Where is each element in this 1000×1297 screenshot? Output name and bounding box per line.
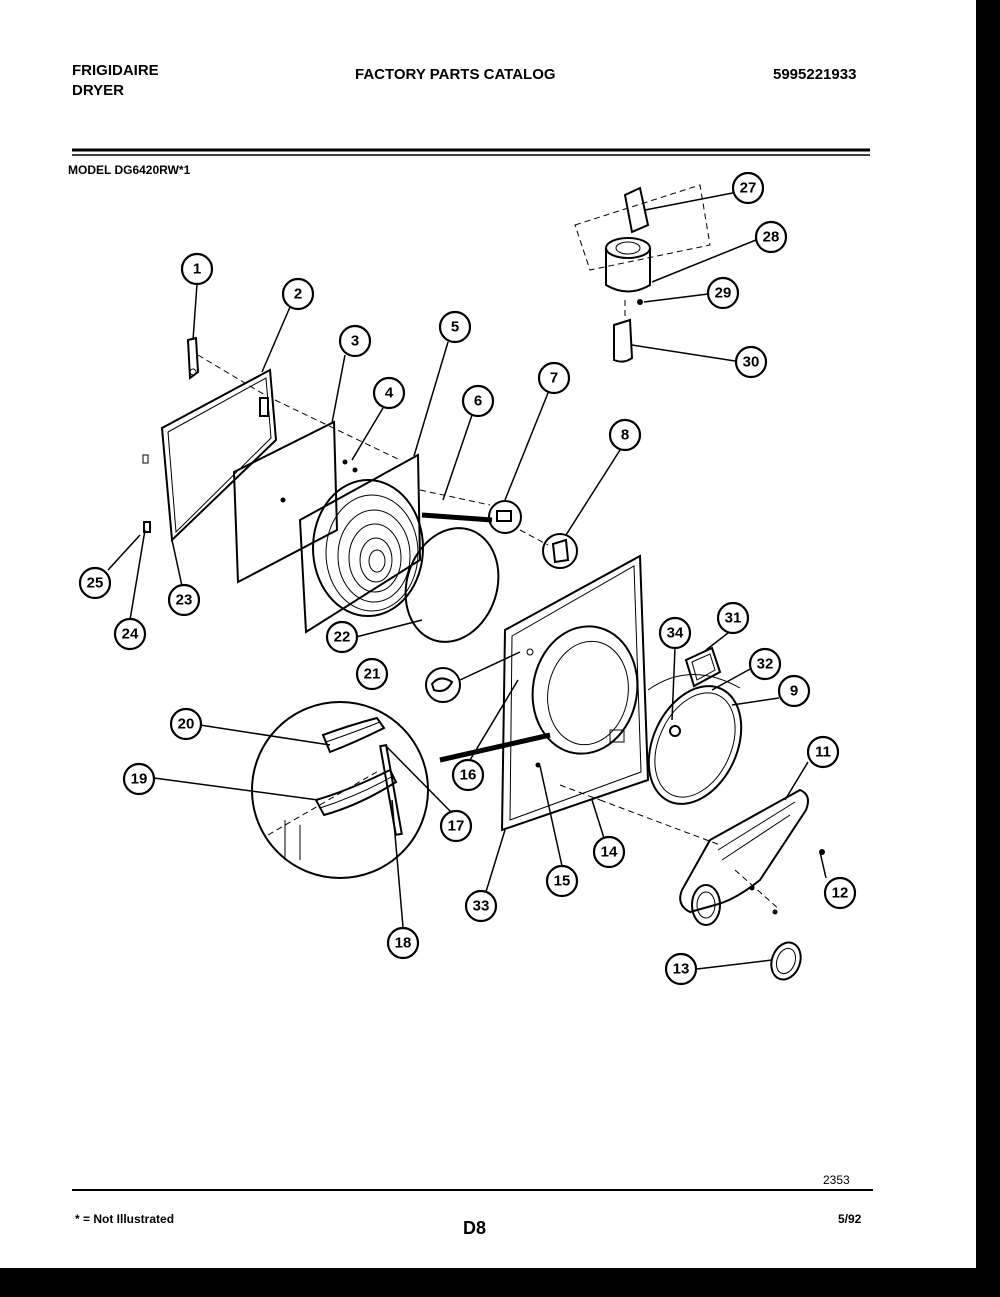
callout-16: 16 [451,758,485,792]
svg-text:14: 14 [601,844,618,861]
detail-magnified-view [251,701,429,879]
brand-name: FRIGIDAIRE [72,62,159,79]
svg-text:2: 2 [294,286,302,303]
svg-text:33: 33 [473,898,490,915]
svg-text:3: 3 [351,333,359,350]
svg-text:30: 30 [743,354,760,371]
svg-text:31: 31 [725,610,742,627]
part-igniter-assembly [574,184,711,363]
callout-6: 6 [461,384,495,418]
svg-text:34: 34 [667,625,684,642]
part-bracket [186,336,266,396]
callout-34: 34 [658,616,692,650]
callout-leaders [107,189,827,970]
part-grommet [770,941,802,981]
callout-30: 30 [734,345,768,379]
callout-17: 17 [439,809,473,843]
part-exhaust-duct [679,788,825,926]
callout-27: 27 [731,171,765,205]
not-illustrated-note: * = Not Illustrated [75,1212,175,1226]
callout-2: 2 [281,277,315,311]
svg-text:28: 28 [763,229,780,246]
callout-12: 12 [823,876,857,910]
callout-18: 18 [386,926,420,960]
svg-text:19: 19 [131,771,148,788]
callout-25: 25 [78,566,112,600]
svg-text:22: 22 [334,629,351,646]
svg-text:29: 29 [715,285,732,302]
catalog-sheet: FRIGIDAIRE DRYER FACTORY PARTS CATALOG 5… [0,0,976,1268]
part-wire [647,674,741,691]
callout-23: 23 [167,583,201,617]
callout-3: 3 [338,324,372,358]
svg-text:4: 4 [385,385,394,402]
svg-text:12: 12 [832,885,849,902]
callout-5: 5 [438,310,472,344]
svg-text:27: 27 [740,180,757,197]
exploded-parts-diagram: 1 2 3 4 5 6 7 8 9 11 12 13 14 15 16 17 1… [72,148,873,1191]
part-front-bulkhead [439,554,721,846]
svg-text:1: 1 [193,261,201,278]
model-number: MODEL DG6420RW*1 [68,163,191,177]
revision-date: 5/92 [838,1212,862,1226]
callout-29: 29 [706,276,740,310]
svg-text:18: 18 [395,935,412,952]
callout-9: 9 [777,674,811,708]
callout-19: 19 [122,762,156,796]
part-plate [232,420,358,584]
callout-14: 14 [592,835,626,869]
part-switch [488,500,522,534]
callout-22: 22 [325,620,359,654]
page-code: D8 [463,1218,487,1238]
svg-text:11: 11 [815,744,831,761]
callout-15: 15 [545,864,579,898]
callout-24: 24 [113,617,147,651]
svg-text:17: 17 [448,818,465,835]
svg-text:32: 32 [757,656,774,673]
svg-text:25: 25 [87,575,104,592]
svg-text:5: 5 [451,319,459,336]
part-gasket-ring [404,527,500,643]
part-front-panel [298,453,493,634]
part-filter-door [142,368,401,543]
part-lamp [519,529,578,569]
product-name: DRYER [72,82,124,99]
callout-31: 31 [716,601,750,635]
part-pad [684,646,722,688]
callout-32: 32 [748,647,782,681]
callout-13: 13 [664,952,698,986]
svg-text:16: 16 [460,767,477,784]
svg-text:13: 13 [673,961,690,978]
svg-text:24: 24 [122,626,139,643]
catalog-number: 5995221933 [773,66,857,83]
callout-11: 11 [806,735,840,769]
svg-text:21: 21 [364,666,381,683]
svg-text:15: 15 [554,873,571,890]
svg-text:9: 9 [790,683,798,700]
callout-4: 4 [372,376,406,410]
callout-33: 33 [464,889,498,923]
svg-text:6: 6 [474,393,482,410]
callout-8: 8 [608,418,642,452]
catalog-title: FACTORY PARTS CATALOG [355,66,556,83]
callout-20: 20 [169,707,203,741]
callout-7: 7 [537,361,571,395]
callout-1: 1 [180,252,214,286]
part-clip [425,651,521,703]
callout-28: 28 [754,220,788,254]
svg-text:23: 23 [176,592,193,609]
svg-text:8: 8 [621,427,629,444]
part-bearing-ring [647,685,743,805]
callout-21: 21 [355,657,389,691]
svg-text:7: 7 [550,370,558,387]
svg-text:20: 20 [178,716,195,733]
drawing-number: 2353 [823,1173,850,1187]
